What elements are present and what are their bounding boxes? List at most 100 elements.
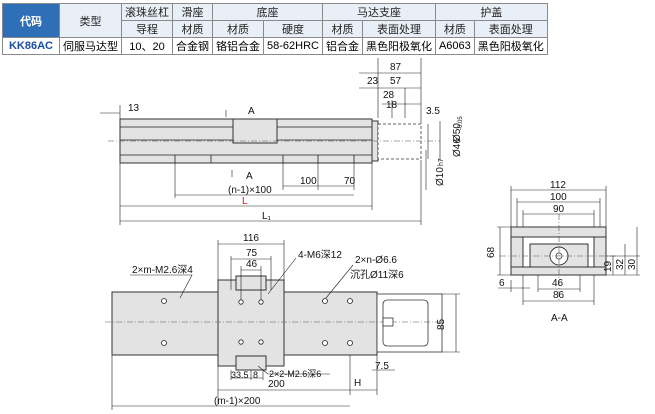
base-hole-3 (322, 298, 328, 304)
dim-l: L (242, 196, 248, 207)
base-hole-2 (161, 340, 167, 346)
side-view-slider (232, 118, 278, 144)
base-hole-4 (322, 340, 328, 346)
diameter-dim-lines (425, 121, 441, 190)
dim-100: 100 (300, 176, 317, 187)
header-cover-surface: 表面处理 (473, 20, 548, 38)
header-slider: 滑座 (172, 3, 213, 21)
note-2x2-m26: 2×2-M2.6深6 (269, 369, 321, 379)
dim-right-lines (606, 227, 640, 276)
dim-335-line (230, 370, 264, 380)
dim-116-line (217, 240, 285, 290)
cell-cover-surface: 黑色阳极氧化 (473, 37, 548, 55)
dim-e90-line (522, 210, 595, 227)
dim-e-68: 68 (486, 246, 497, 258)
base-hole-6 (347, 340, 353, 346)
leader-m26 (130, 274, 193, 299)
dim-e46-line (537, 275, 581, 292)
dim-m-200: (m-1)×200 (214, 396, 261, 407)
dim-70: 70 (344, 176, 356, 187)
tol-phi-10: h7 (438, 158, 445, 166)
dim-46-line (240, 266, 262, 300)
top-view: 116 75 46 4-M6深12 2×m-M2.6深4 2×n-Ø6.6 沉孔… (105, 233, 460, 410)
n-pitch-line (174, 163, 354, 198)
dim-m200-line (111, 355, 350, 410)
dim-l1: L₁ (262, 211, 272, 222)
dim-e-90: 90 (553, 204, 565, 215)
dim-33-5: 33.5 (231, 370, 249, 380)
dim-200-line (217, 355, 351, 405)
dim-7-5-line (372, 355, 395, 395)
dim-8: 8 (253, 370, 258, 380)
dim-e-6: 6 (499, 278, 505, 289)
cell-motor-surface: 黑色阳极氧化 (361, 37, 436, 55)
leader-phi66 (325, 264, 354, 299)
dim-phi-46: Ø46 (452, 138, 463, 157)
motor-shaft (382, 317, 394, 327)
note-counterbore: 沉孔Ø11深6 (350, 268, 404, 281)
dim-e-112: 112 (550, 180, 566, 191)
dim-phi-50: Ø50 (452, 123, 463, 142)
length-l-line (119, 163, 373, 225)
dim-85-line (442, 293, 460, 353)
leader-m26b (257, 365, 330, 375)
dim-e86-line (522, 275, 595, 305)
leader-m6 (267, 257, 297, 295)
header-slider-material: 材质 (172, 20, 213, 38)
header-cover-material: 材质 (434, 20, 475, 38)
dim-e-19: 19 (603, 260, 614, 272)
dim-23: 23 (367, 76, 379, 87)
dim-h: H (354, 378, 361, 389)
dim-200: 200 (268, 379, 285, 390)
side-view-motor (377, 123, 422, 160)
slider-hole-4 (258, 339, 264, 345)
header-motor: 马达支座 (321, 3, 436, 21)
dim-85: 85 (436, 318, 447, 330)
section-left-wall (510, 236, 524, 268)
section-a-top: A (248, 106, 255, 117)
cell-type: 伺服马达型 (59, 37, 122, 55)
header-motor-material: 材质 (321, 20, 363, 38)
dim-e6-line (498, 280, 530, 292)
section-label: A-A (551, 313, 568, 324)
dim-13-line (100, 105, 121, 119)
dim-7-5: 7.5 (375, 361, 389, 372)
note-2n-phi66: 2×n-Ø6.6 (355, 255, 397, 266)
dim-13: 13 (128, 103, 140, 114)
tol-phi-50: -0.05 (458, 116, 464, 130)
cell-motor-material: 铝合金 (321, 37, 363, 55)
length-l1-line (120, 160, 422, 225)
dim-112-line (510, 186, 607, 227)
spec-table: 代码 类型 滚珠丝杠 滑座 底座 马达支座 护盖 导程 材质 材质 硬度 材质 … (2, 3, 548, 55)
section-cover (510, 226, 607, 238)
dim-75: 75 (246, 248, 258, 259)
cell-base-material: 铬铝合金 (212, 37, 264, 55)
section-base (510, 266, 607, 276)
dim-e-30: 30 (627, 258, 638, 270)
cell-lead: 10、20 (121, 37, 173, 55)
section-a-bottom: A (246, 171, 253, 182)
dim-57: 57 (390, 76, 402, 87)
slider-hole-3 (238, 339, 244, 345)
dim-e-46: 46 (552, 278, 564, 289)
dim-28: 28 (383, 90, 395, 101)
header-base-hardness: 硬度 (263, 20, 323, 38)
note-4-m6: 4-M6深12 (298, 249, 342, 261)
dim-e-86: 86 (553, 290, 565, 301)
dim-e68-line (497, 226, 511, 276)
dim-e-100: 100 (550, 192, 567, 203)
dim-e100-line (516, 198, 601, 227)
section-arrows (225, 110, 233, 177)
cell-cover-material: A6063 (434, 37, 475, 55)
top-view-slider-tab-bottom (235, 355, 267, 371)
dim-e-32: 32 (615, 258, 626, 270)
dim-75-line (230, 256, 272, 290)
top-view-slider-tab-top (235, 275, 267, 291)
side-view: 87 57 23 28 18 3.5 13 A A Ø46 Ø50 -0.05 … (100, 58, 464, 225)
header-code: 代码 (2, 3, 60, 38)
cell-slider-material: 合金钢 (172, 37, 213, 55)
cell-base-hardness: 58-62HRC (263, 37, 323, 55)
slider-hole-2 (258, 299, 264, 305)
note-2m-m26: 2×m-M2.6深4 (132, 264, 193, 276)
